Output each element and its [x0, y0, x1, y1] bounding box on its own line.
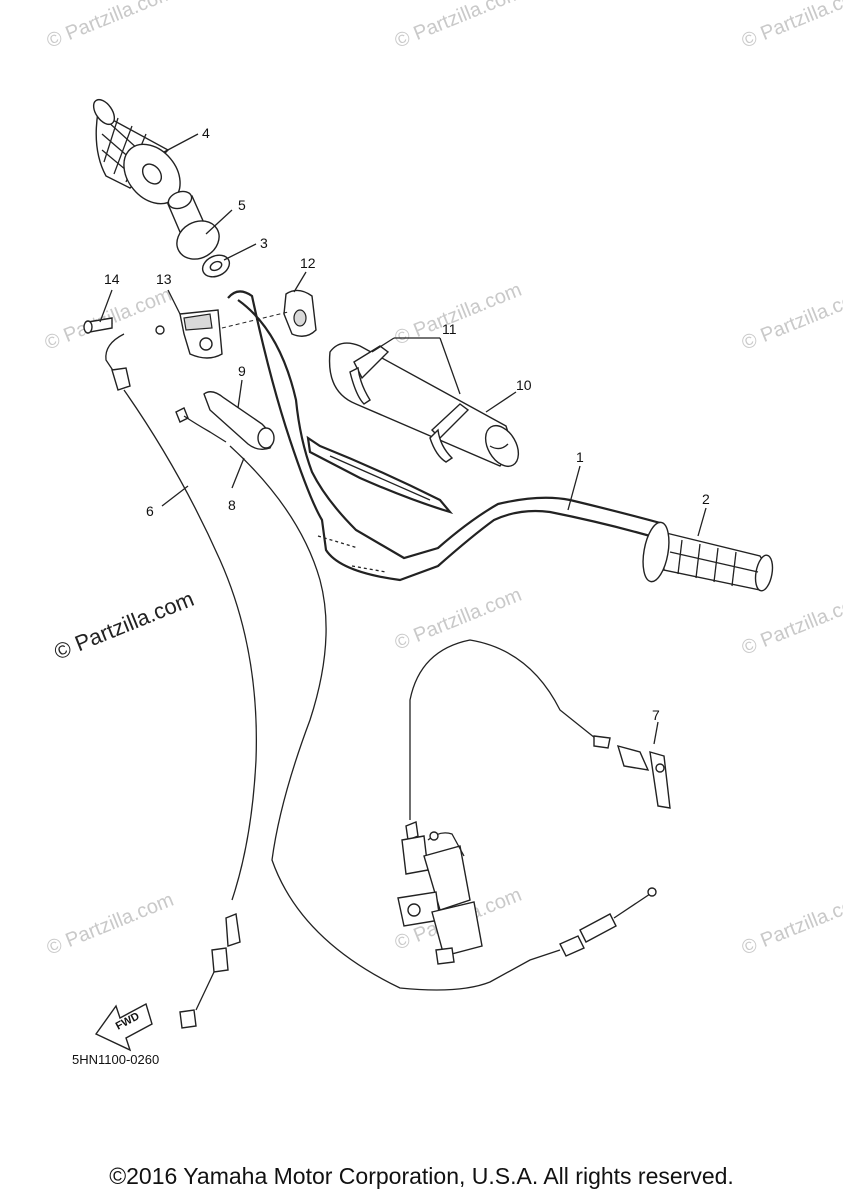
callout-5: 5	[238, 197, 246, 213]
screw	[83, 317, 113, 334]
watermark-main: © Partzilla.com	[51, 586, 198, 665]
watermark: © Partzilla.com	[739, 0, 843, 53]
callout-labels: 4 5 3 12 13 14 9 11 10 1 2 8 6 7	[104, 125, 710, 723]
assembly-line	[221, 311, 289, 329]
throttle-holder-half	[283, 289, 317, 337]
pad-band	[349, 345, 470, 463]
callout-6: 6	[146, 503, 154, 519]
handlebar	[227, 290, 665, 582]
callout-3: 3	[260, 235, 268, 251]
callout-11: 11	[442, 321, 457, 337]
callout-4: 4	[202, 125, 210, 141]
callout-9: 9	[238, 363, 246, 379]
watermark: © Partzilla.com	[392, 584, 525, 655]
watermark: © Partzilla.com	[739, 284, 843, 355]
throttle-housing	[155, 309, 223, 359]
watermark: © Partzilla.com	[44, 0, 177, 53]
hot-start-cable	[183, 415, 657, 991]
collar	[201, 254, 231, 278]
callout-12: 12	[300, 255, 316, 271]
forward-direction-arrow: FWD	[94, 1002, 153, 1052]
carburetor	[397, 821, 483, 965]
right-grip	[642, 521, 774, 592]
watermark-layer: © Partzilla.com © Partzilla.com © Partzi…	[42, 0, 843, 960]
callout-10: 10	[516, 377, 532, 393]
throttle-cable	[105, 333, 257, 1029]
callout-leaders	[99, 133, 707, 745]
callout-7: 7	[652, 707, 660, 723]
watermark: © Partzilla.com	[739, 889, 843, 960]
handlebar-pad	[328, 342, 520, 467]
left-grip	[92, 98, 181, 205]
watermark: © Partzilla.com	[739, 589, 843, 660]
copyright-notice: ©2016 Yamaha Motor Corporation, U.S.A. A…	[109, 1163, 734, 1189]
watermark: © Partzilla.com	[392, 279, 525, 350]
callout-2: 2	[702, 491, 710, 507]
callout-13: 13	[156, 271, 172, 287]
callout-8: 8	[228, 497, 236, 513]
callout-14: 14	[104, 271, 120, 287]
callout-1: 1	[576, 449, 584, 465]
watermark: © Partzilla.com	[44, 889, 177, 960]
choke-cable	[409, 639, 671, 820]
diagram-code: 5HN1100-0260	[72, 1052, 160, 1067]
watermark: © Partzilla.com	[392, 0, 525, 53]
